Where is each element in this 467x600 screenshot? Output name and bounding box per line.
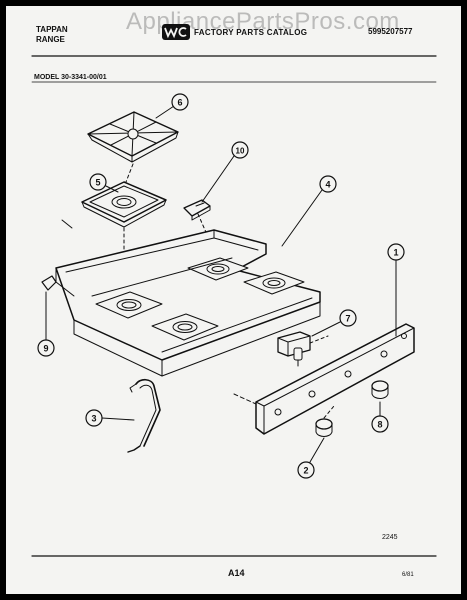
callout-8: 8 — [371, 415, 389, 433]
callout-9: 9 — [37, 339, 55, 357]
callout-5-label: 5 — [95, 178, 100, 188]
callout-7: 7 — [339, 309, 357, 327]
callout-7-label: 7 — [345, 314, 350, 324]
callout-2: 2 — [297, 461, 315, 479]
exploded-parts-diagram: 6 5 10 4 1 9 7 — [31, 55, 437, 557]
control-manifold-part — [233, 259, 415, 435]
burner-knob-part — [309, 405, 335, 463]
callout-5: 5 — [89, 173, 107, 191]
callout-6-label: 6 — [177, 98, 182, 108]
burner-tube-part — [127, 378, 161, 453]
callout-10: 10 — [231, 141, 249, 159]
callout-1-label: 1 — [393, 248, 398, 258]
callout-6: 6 — [171, 93, 189, 111]
side-trim-part — [41, 275, 57, 341]
callout-2-label: 2 — [303, 466, 308, 476]
wci-logo-icon — [162, 24, 190, 40]
burner-bowl-part — [81, 181, 167, 228]
drawing-number: 2245 — [382, 534, 398, 541]
burner-grate-part — [87, 111, 179, 163]
catalog-title: FACTORY PARTS CATALOG — [194, 28, 308, 37]
model-number: MODEL 30-3341-00/01 — [34, 74, 107, 81]
callout-4-label: 4 — [325, 180, 330, 190]
catalog-sheet: AppliancePartsPros.com TAPPAN RANGE FACT… — [6, 6, 461, 594]
catalog-part-number: 5995207577 — [368, 27, 413, 36]
revision-date: 6/81 — [402, 572, 414, 578]
cooktop-part — [55, 229, 321, 377]
control-knob-part — [371, 380, 389, 417]
callout-10-label: 10 — [236, 147, 245, 156]
callout-3: 3 — [85, 409, 103, 427]
callout-8-label: 8 — [377, 420, 382, 430]
callout-1: 1 — [387, 243, 405, 261]
page-number: A14 — [228, 568, 245, 578]
callout-9-label: 9 — [43, 344, 48, 354]
gas-valve-part — [277, 331, 329, 367]
cooktop-clip-part — [183, 199, 211, 221]
callout-3-label: 3 — [91, 414, 96, 424]
product-type: RANGE — [36, 35, 65, 44]
callout-4: 4 — [319, 175, 337, 193]
brand-name: TAPPAN — [36, 25, 68, 34]
